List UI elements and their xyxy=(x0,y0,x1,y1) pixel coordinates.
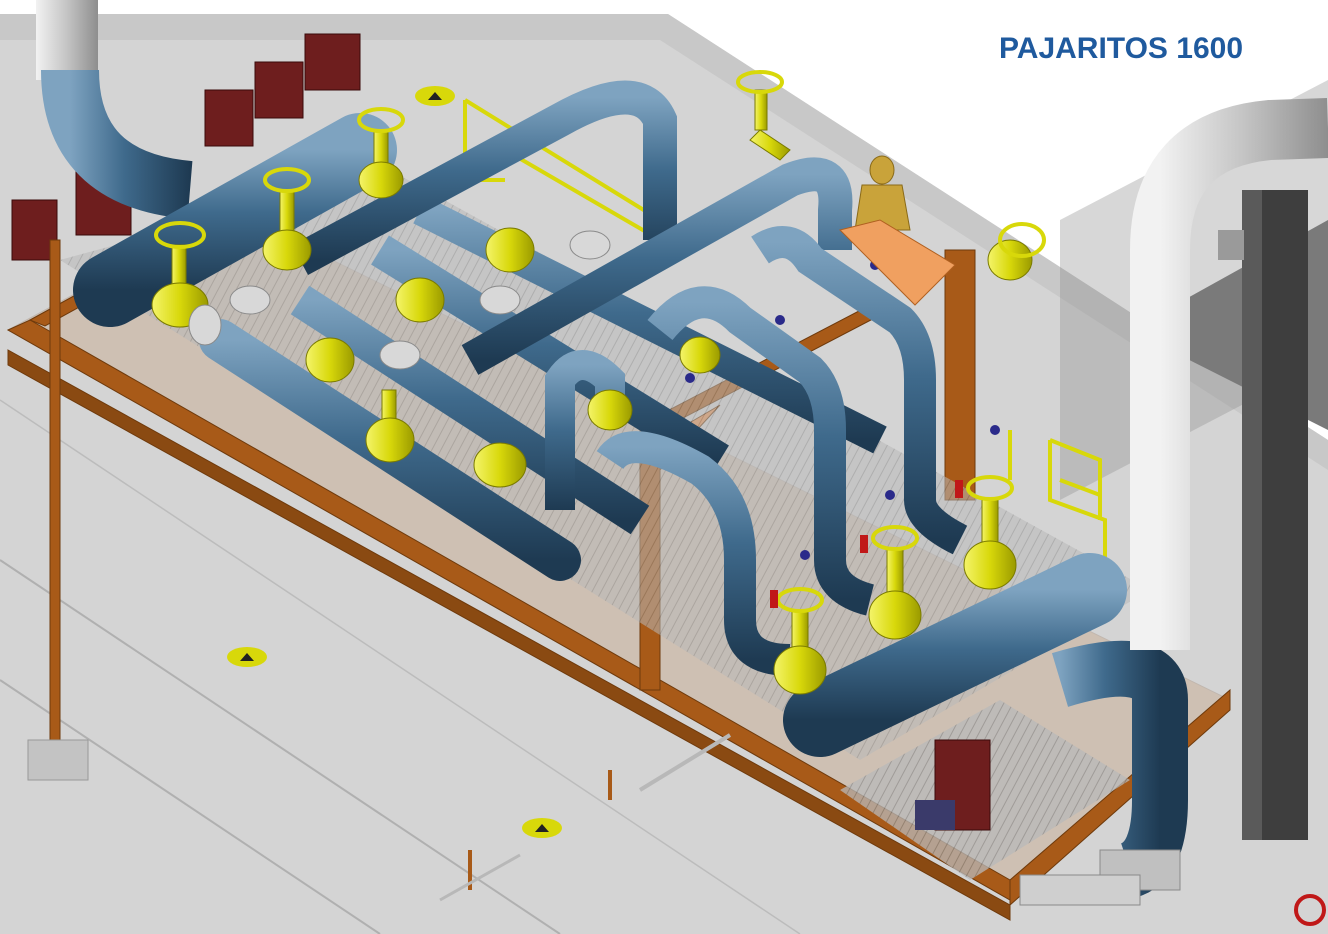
instruments xyxy=(685,260,1326,926)
gate-valves xyxy=(151,70,1046,695)
silver-riser-pipe-right xyxy=(1019,98,1328,906)
platform-plate xyxy=(839,219,956,306)
diagram-title: PAJARITOS 1600 xyxy=(999,32,1243,65)
building-columns xyxy=(1218,190,1308,840)
valve-actuators xyxy=(188,230,611,370)
silver-riser-pipe-left xyxy=(36,0,98,80)
floor-markers xyxy=(227,86,732,902)
pump-and-panel xyxy=(915,739,991,831)
human-scale-figure xyxy=(854,155,911,231)
